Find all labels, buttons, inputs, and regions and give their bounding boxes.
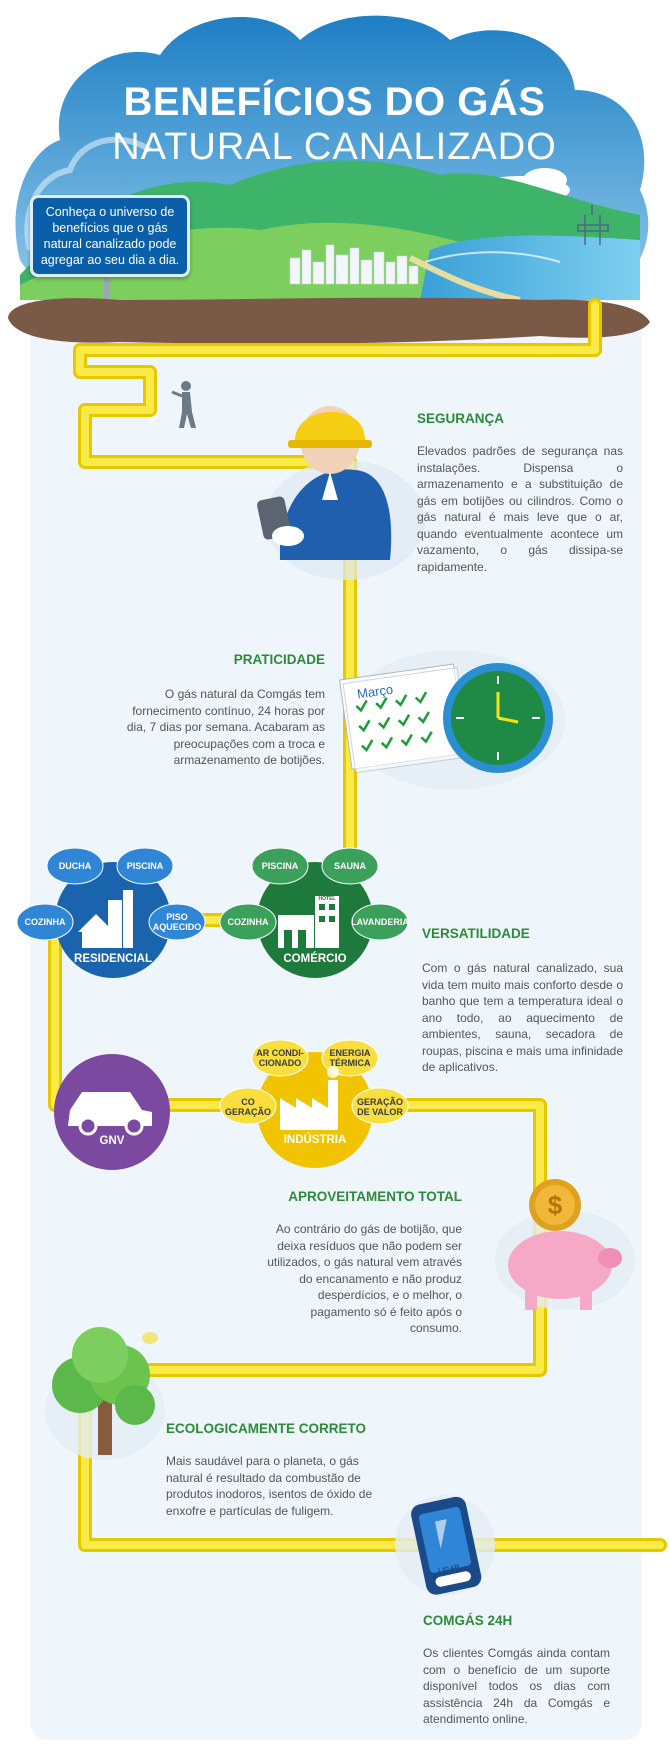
residencial-cluster	[16, 847, 206, 978]
comercio-item-cozinha: COZINHA	[227, 917, 269, 927]
title-line-2: NATURAL CANALIZADO	[112, 126, 557, 168]
ground-soil	[8, 297, 650, 344]
comercio-item-sauna: SAUNA	[333, 861, 366, 871]
gnv-circle	[54, 1054, 170, 1170]
hotel-sign: HOTEL	[318, 896, 336, 902]
ecologico-text: Mais saudável para o planeta, o gás natu…	[166, 1454, 373, 1518]
coin-symbol: $	[547, 1190, 563, 1220]
city-buildings	[289, 244, 419, 285]
aproveitamento-text: Ao contrário do gás de botijão, que deix…	[267, 1222, 462, 1335]
industria-label: INDÚSTRIA	[283, 1134, 347, 1146]
tree	[45, 1327, 165, 1460]
security-worker	[257, 406, 425, 580]
residencial-item-ducha: DUCHA	[58, 861, 92, 871]
aproveitamento-title: APROVEITAMENTO TOTAL	[288, 1189, 462, 1204]
residencial-item-piscina: PISCINA	[126, 861, 164, 871]
versatilidade-text: Com o gás natural canalizado, sua vida t…	[422, 961, 623, 1074]
phone-device	[395, 1495, 495, 1595]
industria-item-energia: ENERGIA TÉRMICA	[329, 1048, 371, 1068]
calendar-clock	[338, 650, 565, 790]
seguranca-text: Elevados padrões de segurança nas instal…	[417, 444, 623, 574]
industria-item-ar: AR CONDI- CIONADO	[256, 1048, 304, 1068]
praticidade-title: PRATICIDADE	[233, 652, 325, 667]
comercio-cluster	[219, 847, 409, 978]
comgas24h-title: COMGÁS 24H	[423, 1613, 513, 1628]
comercio-item-piscina: PISCINA	[261, 861, 299, 871]
ecologico-title: ECOLOGICAMENTE CORRETO	[166, 1421, 367, 1436]
gnv-label: GNV	[99, 1135, 125, 1147]
industria-item-cogeracao: CO GERAÇÃO	[224, 1097, 271, 1117]
sign-post	[104, 275, 110, 305]
comgas24h-text: Os clientes Comgás ainda contam com o be…	[423, 1646, 610, 1726]
title-line-1: BENEFÍCIOS DO GÁS	[123, 80, 546, 124]
residencial-item-piso: PISO AQUECIDO	[152, 912, 202, 932]
industria-cluster	[219, 1039, 409, 1168]
seguranca-title: SEGURANÇA	[417, 411, 505, 426]
intro-sign: Conheça o universo de benefícios que o g…	[30, 195, 190, 277]
industria-item-valor: GERAÇÃO DE VALOR	[356, 1097, 403, 1117]
praticidade-text: O gás natural da Comgás tem fornecimento…	[126, 687, 325, 767]
residencial-item-cozinha: COZINHA	[24, 917, 66, 927]
platform-icon	[577, 205, 609, 245]
worker-silhouette	[171, 381, 196, 428]
comercio-item-lavanderia: LAVANDERIA	[351, 917, 409, 927]
residencial-label: RESIDENCIAL	[74, 953, 152, 965]
versatilidade-title: VERSATILIDADE	[422, 926, 530, 941]
piggy-bank	[495, 1179, 635, 1310]
comercio-label: COMÉRCIO	[283, 953, 347, 965]
